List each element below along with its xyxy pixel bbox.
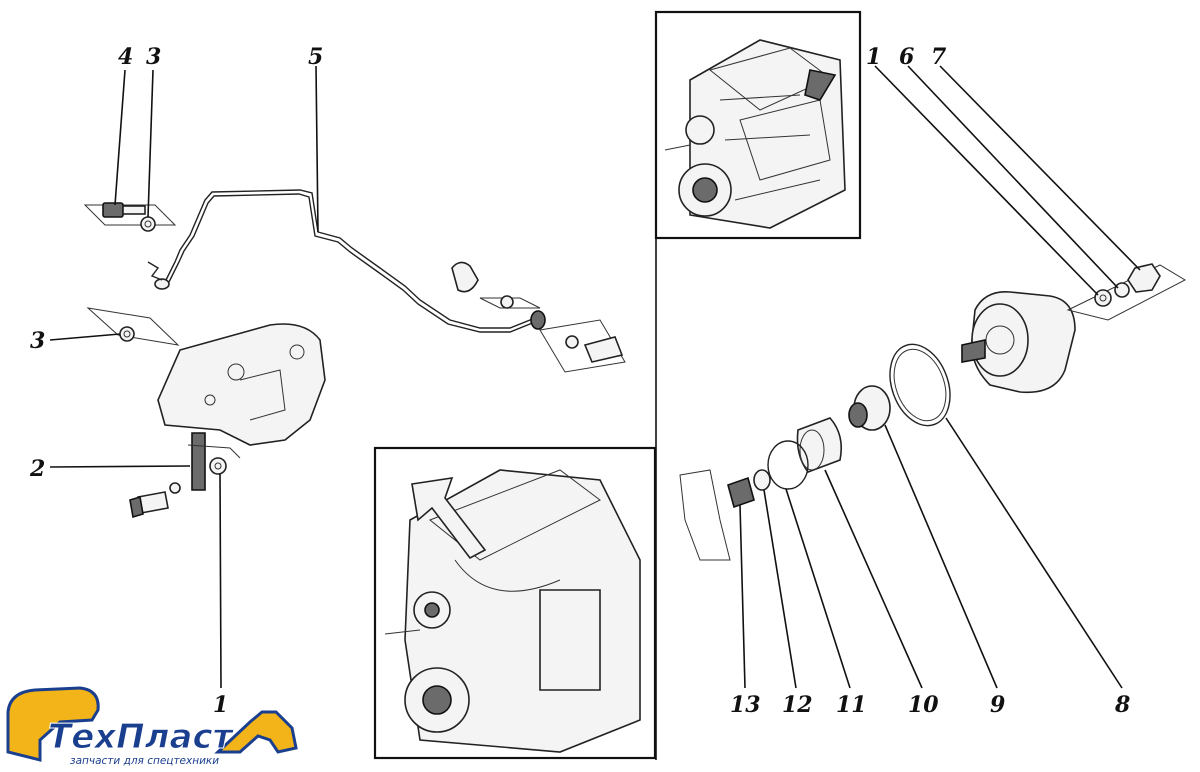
needle-bearing bbox=[727, 476, 755, 509]
leaders-right bbox=[739, 65, 1141, 689]
banjo-bolt-top bbox=[102, 202, 124, 218]
union-nut bbox=[451, 261, 479, 293]
callout-3-top: 3 bbox=[146, 44, 161, 70]
engine-inset-bottom bbox=[373, 446, 657, 760]
banjo-bolt-right bbox=[583, 336, 624, 363]
banjo-fitting-left bbox=[154, 278, 170, 290]
washer-top bbox=[140, 216, 156, 232]
callout-labels: 4 3 5 3 2 1 1 6 7 13 12 11 10 9 8 bbox=[29, 44, 1130, 718]
pump-housing bbox=[157, 323, 326, 446]
drive-assembly bbox=[679, 263, 1187, 561]
thrust-washer bbox=[753, 469, 771, 491]
leaders-left bbox=[49, 65, 319, 689]
callout-1-right: 1 bbox=[866, 44, 881, 70]
logo-name: ТехПласт bbox=[48, 717, 235, 757]
washer-bottom bbox=[209, 457, 227, 475]
excavator-right-icon bbox=[214, 710, 298, 754]
spring-washer-7 bbox=[1114, 282, 1130, 298]
o-ring bbox=[889, 343, 951, 427]
logo-tagline: запчасти для спецтехники bbox=[70, 755, 219, 767]
callout-8: 8 bbox=[1114, 692, 1130, 718]
bushing bbox=[796, 417, 843, 473]
callout-6: 6 bbox=[899, 44, 914, 70]
callout-3-mid: 3 bbox=[30, 328, 45, 354]
washer-6 bbox=[1094, 289, 1112, 307]
callout-2: 2 bbox=[29, 456, 45, 482]
engine-inset-top bbox=[654, 10, 862, 240]
washer-mid bbox=[119, 326, 135, 342]
callout-7: 7 bbox=[931, 44, 947, 70]
callout-11: 11 bbox=[836, 692, 867, 718]
oil-pipe-assembly bbox=[83, 189, 626, 519]
oil-pipe bbox=[164, 189, 536, 329]
nut bbox=[1127, 263, 1161, 293]
washer-right bbox=[500, 295, 514, 309]
circlip bbox=[767, 440, 809, 490]
excavator-left-icon bbox=[6, 686, 100, 762]
callout-5: 5 bbox=[308, 44, 323, 70]
callout-9: 9 bbox=[990, 692, 1005, 718]
bracket bbox=[191, 432, 206, 491]
callout-10: 10 bbox=[908, 692, 939, 718]
callout-13: 13 bbox=[730, 692, 761, 718]
banjo-fitting-right bbox=[530, 310, 546, 330]
pointer-arrow bbox=[411, 477, 487, 560]
callout-1-left: 1 bbox=[213, 692, 228, 718]
callout-12: 12 bbox=[782, 692, 813, 718]
callout-4: 4 bbox=[118, 44, 133, 70]
logo: ТехПласт запчасти для спецтехники bbox=[6, 686, 298, 767]
